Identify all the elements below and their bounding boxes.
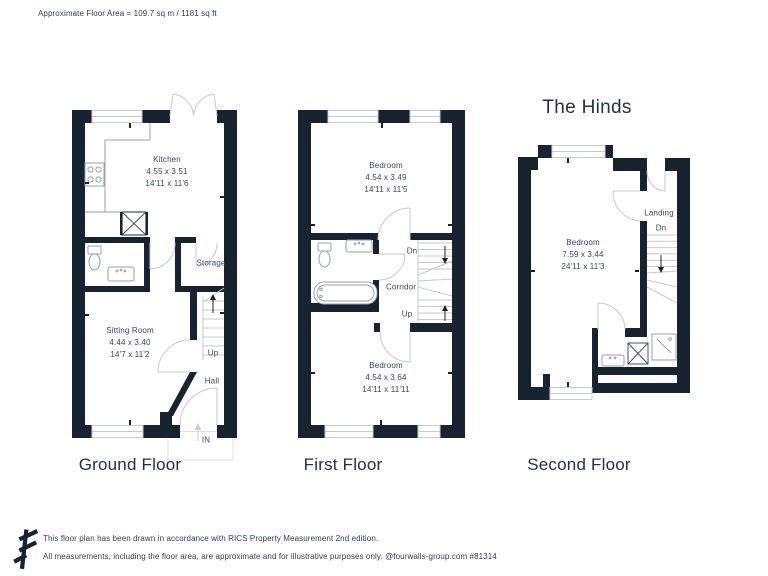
ground-up-label: Up <box>207 348 219 358</box>
sink-icon <box>345 239 373 253</box>
second-floor-plan <box>518 145 690 400</box>
first-floor-plan <box>298 110 465 438</box>
appliance-icon <box>627 342 649 365</box>
room-label-bedroom-back: Bedroom 4.54 x 3.64 14'11 x 11'11 <box>362 361 410 394</box>
fourwalls-logo <box>13 529 39 570</box>
dimension-ticks <box>311 123 452 425</box>
first-dn-label: Dn <box>406 246 418 256</box>
room-label-bedroom-second: Bedroom 7.59 x 3.44 24'11 x 11'3 <box>561 238 605 271</box>
second-dn-label: Dn <box>655 223 667 233</box>
kitchen-counter <box>85 123 151 213</box>
entrance-in-label: IN <box>201 435 211 445</box>
shower-icon <box>651 333 677 361</box>
first-up-label: Up <box>401 309 413 319</box>
second-stairs-icon <box>646 234 678 304</box>
room-label-sitting-room: Sitting Room 4.44 x 3.40 14'7 x 11'2 <box>106 326 154 359</box>
first-door-arcs <box>377 207 411 363</box>
floor-area-note: Approximate Floor Area = 109.7 sq m / 11… <box>38 9 217 18</box>
entrance-arrow-icon <box>194 423 202 441</box>
hob-icon <box>84 162 105 187</box>
toilet-icon <box>317 242 332 268</box>
caption-first-floor: First Floor <box>303 455 383 474</box>
caption-second-floor: Second Floor <box>527 455 631 474</box>
room-label-kitchen: Kitchen 4.55 x 3.51 14'11 x 11'6 <box>145 155 189 188</box>
ground-door-arcs <box>149 242 218 432</box>
french-door-opening <box>170 110 217 123</box>
corridor-label: Corridor <box>385 282 417 292</box>
first-windows <box>324 110 441 438</box>
first-stairs-icon <box>417 240 453 323</box>
sink-icon <box>107 266 135 282</box>
french-doors-icon <box>169 93 218 117</box>
storage-label: Storage <box>196 258 226 268</box>
landing-label: Landing <box>644 208 674 218</box>
second-windows <box>549 145 606 400</box>
hall-label: Hall <box>204 376 220 386</box>
dimension-ticks <box>531 158 639 387</box>
sink-icon <box>601 354 625 367</box>
second-door-arcs <box>597 170 666 331</box>
second-stairs-arrow <box>658 255 664 273</box>
plan-title: The Hinds <box>542 97 632 118</box>
toilet-icon <box>87 245 102 271</box>
footer-disclaimer-line1: This floor plan has been drawn in accord… <box>43 534 379 543</box>
caption-ground-floor: Ground Floor <box>78 455 182 474</box>
dimension-ticks <box>85 123 224 425</box>
bathtub-icon <box>313 281 378 305</box>
footer-disclaimer-line2: All measurements, including the floor ar… <box>43 552 497 561</box>
room-label-bedroom-front: Bedroom 4.54 x 3.49 14'11 x 11'5 <box>364 161 408 194</box>
appliance-icon <box>120 211 148 236</box>
first-stairs-arrows <box>442 246 448 321</box>
ground-floor-plan <box>72 93 237 461</box>
ground-windows <box>91 110 144 438</box>
